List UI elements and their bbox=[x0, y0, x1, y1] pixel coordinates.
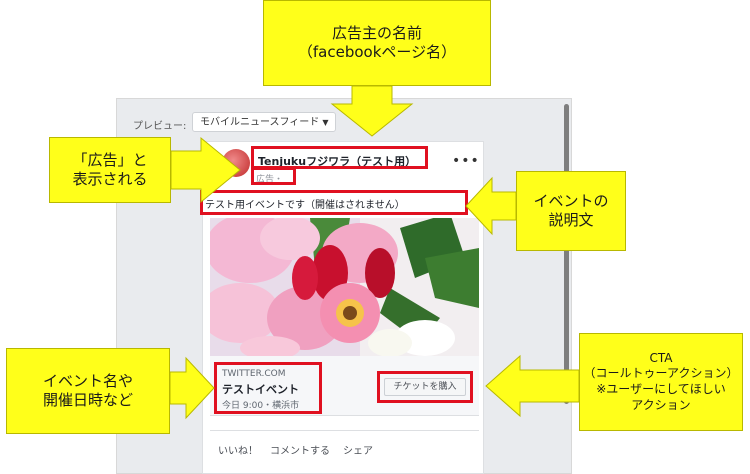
event-meta: 今日 9:00・横浜市 bbox=[222, 401, 300, 411]
highlight-event-info bbox=[214, 362, 322, 414]
like-button[interactable]: いいね！ bbox=[218, 446, 258, 457]
sponsored-label: 広告・ bbox=[256, 175, 284, 185]
highlight-page-name bbox=[251, 146, 428, 169]
callout-advertiser-name: 広告主の名前 （facebookページ名） bbox=[263, 0, 491, 86]
more-options-icon[interactable]: ••• bbox=[452, 153, 480, 169]
event-domain: TWITTER.COM bbox=[222, 369, 286, 379]
ad-image[interactable] bbox=[210, 218, 479, 356]
flower-bouquet-image bbox=[210, 218, 479, 356]
post-text: テスト用イベントです（開催はされません） bbox=[205, 200, 405, 211]
callout-cta: CTA （コールトゥーアクション） ※ユーザーにしてほしい アクション bbox=[579, 333, 743, 431]
placement-dropdown[interactable]: モバイルニュースフィード▼ bbox=[192, 112, 337, 132]
highlight-sponsored bbox=[251, 167, 296, 185]
comment-button[interactable]: コメントする bbox=[270, 446, 330, 457]
highlight-cta bbox=[377, 371, 473, 403]
callout-event-info-text: イベント名や 開催日時など bbox=[42, 371, 133, 410]
placement-dropdown-value: モバイルニュースフィード bbox=[200, 117, 320, 128]
buy-ticket-button[interactable]: チケットを購入 bbox=[384, 378, 466, 396]
share-button[interactable]: シェア bbox=[343, 446, 373, 457]
action-bar bbox=[210, 430, 479, 460]
highlight-post-text bbox=[200, 190, 468, 215]
callout-sponsored-label-text: 「広告」と 表示される bbox=[72, 150, 148, 189]
preview-label: プレビュー: bbox=[133, 121, 187, 132]
scrollbar[interactable] bbox=[564, 104, 569, 404]
callout-event-info: イベント名や 開催日時など bbox=[6, 348, 170, 434]
event-title[interactable]: テストイベント bbox=[222, 383, 299, 396]
chevron-down-icon: ▼ bbox=[322, 118, 329, 127]
callout-description: イベントの 説明文 bbox=[516, 171, 626, 251]
callout-cta-text: CTA （コールトゥーアクション） ※ユーザーにしてほしい アクション bbox=[583, 350, 739, 412]
callout-description-text: イベントの 説明文 bbox=[533, 191, 609, 230]
page-name[interactable]: Tenjukuフジワラ（テスト用） bbox=[258, 155, 417, 168]
callout-advertiser-name-text: 広告主の名前 （facebookページ名） bbox=[297, 23, 457, 62]
